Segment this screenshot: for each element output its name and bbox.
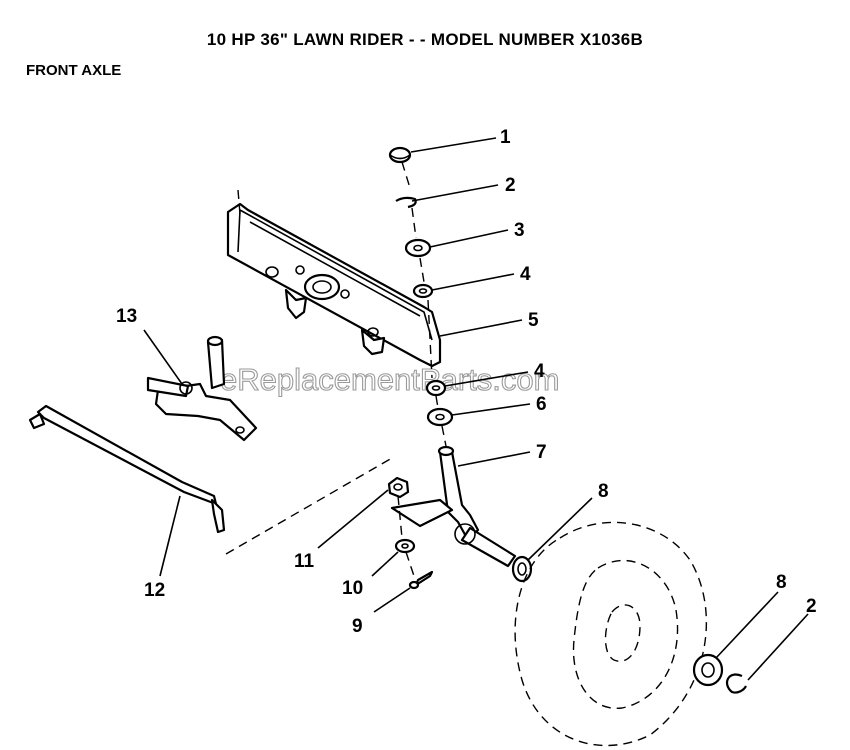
reference-line bbox=[401, 161, 447, 447]
callout-3: 3 bbox=[514, 220, 525, 241]
outer-washer-part bbox=[692, 653, 724, 687]
callout-7: 7 bbox=[536, 442, 547, 463]
retaining-ring-part bbox=[395, 196, 417, 209]
left-spindle-part bbox=[146, 335, 258, 442]
callout-11: 11 bbox=[294, 551, 315, 572]
callout-8: 8 bbox=[598, 481, 609, 502]
front-wheel-outline bbox=[514, 521, 707, 747]
diagram-title: 10 HP 36" LAWN RIDER - - MODEL NUMBER X1… bbox=[206, 30, 644, 49]
callout-4-lower: 4 bbox=[534, 361, 545, 382]
washer-lower-part bbox=[426, 407, 454, 427]
nut-part bbox=[387, 476, 410, 499]
bushing-lower-part bbox=[425, 379, 447, 397]
bushing-part bbox=[412, 283, 434, 299]
callout-4: 4 bbox=[520, 264, 531, 285]
cotter-pin-part bbox=[408, 570, 434, 590]
callout-6: 6 bbox=[536, 394, 547, 415]
callout-12: 12 bbox=[144, 580, 165, 601]
reference-line bbox=[225, 457, 393, 555]
callout-10: 10 bbox=[342, 578, 363, 599]
axle-beam-part bbox=[226, 202, 442, 368]
callout-13: 13 bbox=[116, 306, 137, 327]
small-washer-part bbox=[394, 538, 416, 554]
section-title: FRONT AXLE bbox=[26, 62, 122, 79]
callout-2: 2 bbox=[505, 175, 516, 196]
reference-line bbox=[237, 189, 241, 215]
cap-part bbox=[388, 146, 412, 164]
outer-retaining-ring-part bbox=[725, 673, 747, 694]
spindle-washer-part bbox=[511, 555, 533, 583]
callout-9: 9 bbox=[352, 616, 363, 637]
reference-line bbox=[397, 495, 415, 577]
tie-rod-part bbox=[28, 404, 226, 534]
callout-5: 5 bbox=[528, 310, 539, 331]
callout-8-right: 8 bbox=[776, 572, 787, 593]
callout-2-right: 2 bbox=[806, 596, 817, 617]
leader-lines bbox=[143, 137, 809, 681]
watermark: eReplacementParts.com bbox=[220, 362, 559, 397]
spindle-part bbox=[390, 445, 517, 568]
washer-part bbox=[404, 238, 432, 258]
callout-1: 1 bbox=[500, 127, 511, 148]
